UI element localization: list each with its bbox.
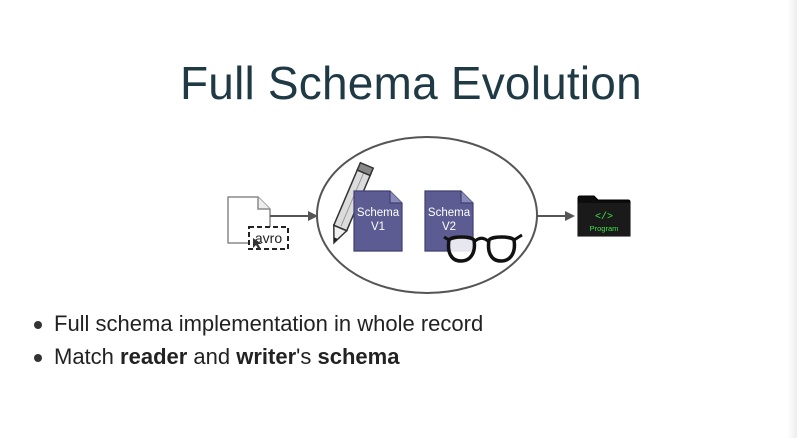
schema-v2-line2: V2 <box>442 221 456 233</box>
bullet-item: Full schema implementation in whole reco… <box>32 309 483 342</box>
program-label: Program <box>590 224 619 233</box>
schema-v1-line2: V1 <box>371 221 385 233</box>
program-code-glyph: </> <box>595 211 613 223</box>
bullet-dot <box>34 321 42 329</box>
arrow-icon <box>537 211 575 221</box>
slide-title: Full Schema Evolution <box>180 57 642 109</box>
bullet-text-part: and <box>187 344 237 369</box>
schema-v1-document-icon: Schema V1 <box>353 190 403 252</box>
page-edge-shadow <box>787 0 797 438</box>
avro-label: avro <box>255 230 282 246</box>
glasses-icon <box>443 233 523 263</box>
program-folder-icon: </> Program <box>577 195 631 237</box>
bullet-text-part: 's <box>296 344 318 369</box>
bullet-list: Full schema implementation in whole reco… <box>32 309 483 375</box>
bullet-item: Match reader and writer's schema <box>32 342 483 375</box>
bullet-text-part: Match <box>54 344 121 369</box>
bullet-emphasis-schema: schema <box>317 344 400 369</box>
avro-file-icon: avro <box>227 196 289 250</box>
bullet-text: Full schema implementation in whole reco… <box>54 311 484 336</box>
bullet-emphasis-reader: reader <box>120 344 188 369</box>
bullet-emphasis-writer: writer <box>236 344 297 369</box>
arrow-icon <box>270 211 318 221</box>
schema-v1-line1: Schema <box>357 207 400 219</box>
schema-v2-line1: Schema <box>428 207 471 219</box>
bullet-dot <box>34 354 42 362</box>
